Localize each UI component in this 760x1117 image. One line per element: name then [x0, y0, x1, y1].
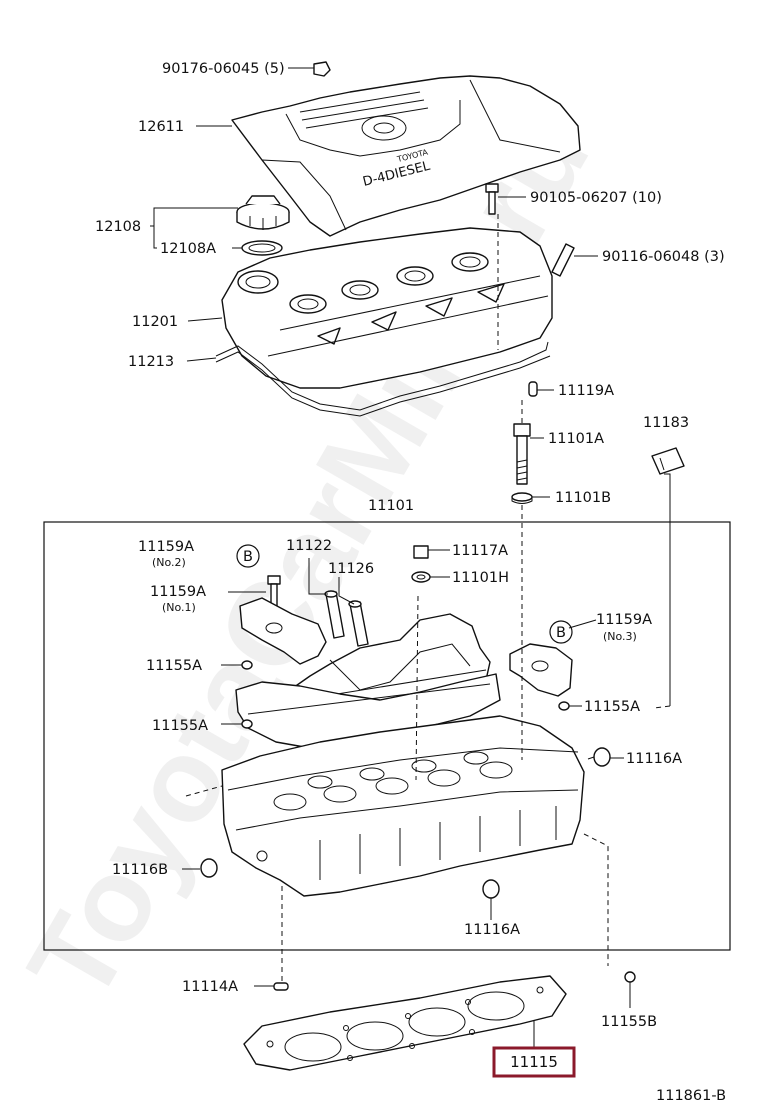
plug-11155a-2[interactable]: [241, 719, 253, 729]
label-11159a-no2: 11159A: [138, 539, 194, 555]
label-11115[interactable]: 11115: [510, 1053, 558, 1071]
head-bolt[interactable]: [513, 423, 531, 485]
washer-11101h[interactable]: [411, 571, 431, 583]
label-12611: 12611: [138, 119, 184, 135]
plug-11116b[interactable]: [200, 858, 218, 878]
label-11122: 11122: [286, 538, 332, 554]
marker-b-no2: B: [236, 544, 260, 568]
alignment-lines: [185, 214, 671, 984]
camshaft-bearing-cap-no2[interactable]: [239, 597, 327, 665]
label-11126: 11126: [328, 561, 374, 577]
label-11116a-bottom: 11116A: [464, 922, 520, 938]
label-11213: 11213: [128, 354, 174, 370]
label-90176: 90176-06045 (5): [162, 61, 285, 77]
label-11155a-3: 11155A: [584, 699, 640, 715]
label-11101h: 11101H: [452, 570, 509, 586]
label-11155a-2: 11155A: [152, 718, 208, 734]
label-11101b: 11101B: [555, 490, 611, 506]
cover-bolt[interactable]: [485, 183, 499, 215]
engine-cover[interactable]: TOYOTA D-4DIESEL: [231, 75, 581, 237]
label-11119a: 11119A: [558, 383, 614, 399]
label-11159a-no1: 11159A: [150, 584, 206, 600]
label-11159a-no3: 11159A: [596, 612, 652, 628]
head-bolt-washer[interactable]: [511, 492, 533, 504]
label-90105: 90105-06207 (10): [530, 190, 662, 206]
oil-filler-gasket[interactable]: [241, 240, 283, 256]
label-11114a: 11114A: [182, 979, 238, 995]
lifter-11126[interactable]: [348, 600, 369, 647]
plug-11116a-right[interactable]: [587, 747, 611, 767]
oil-filler-cap[interactable]: [236, 195, 290, 230]
label-11183: 11183: [643, 415, 689, 431]
label-12108a: 12108A: [160, 241, 216, 257]
leader-lines: [150, 67, 671, 1048]
label-12108: 12108: [95, 219, 141, 235]
label-11116b: 11116B: [112, 862, 168, 878]
head-gasket[interactable]: [243, 975, 567, 1071]
plug-cap-11183[interactable]: [651, 447, 685, 475]
cover-nut[interactable]: [313, 61, 331, 77]
marker-b-text: B: [243, 549, 253, 565]
note-no3: (No.3): [603, 630, 637, 643]
cylinder-head-cover[interactable]: [221, 227, 553, 389]
note-no1: (No.1): [162, 601, 196, 614]
label-90116: 90116-06048 (3): [602, 249, 725, 265]
plug-11155a-3[interactable]: [558, 701, 570, 711]
label-11201: 11201: [132, 314, 178, 330]
marker-b-no3: B: [549, 620, 573, 644]
dowel-11114a[interactable]: [273, 982, 289, 991]
label-11116a-right: 11116A: [626, 751, 682, 767]
cylinder-head[interactable]: [221, 715, 585, 897]
camshaft-bearing-cap-no3[interactable]: [509, 643, 573, 697]
label-11117a: 11117A: [452, 543, 508, 559]
plug-11155a-1[interactable]: [241, 660, 253, 670]
assembly-frame: [43, 521, 731, 951]
marker-b-text: B: [556, 625, 566, 641]
label-11101a: 11101A: [548, 431, 604, 447]
head-cover-gasket[interactable]: [215, 341, 551, 417]
plug-11116a-bottom[interactable]: [482, 879, 500, 899]
highlight-box: [492, 1046, 576, 1078]
lifter-11122[interactable]: [324, 590, 345, 639]
camshaft-housing-lower[interactable]: [235, 673, 501, 749]
diagram-code: 111861-B: [656, 1088, 726, 1104]
note-no2: (No.2): [152, 556, 186, 569]
label-11155a-1: 11155A: [146, 658, 202, 674]
plug-11155b[interactable]: [624, 971, 636, 983]
seal-11119a[interactable]: [528, 381, 538, 397]
plug-11117a[interactable]: [413, 545, 429, 559]
label-11155b: 11155B: [601, 1014, 657, 1030]
cover-stud[interactable]: [551, 243, 575, 277]
label-11101: 11101: [368, 498, 414, 514]
